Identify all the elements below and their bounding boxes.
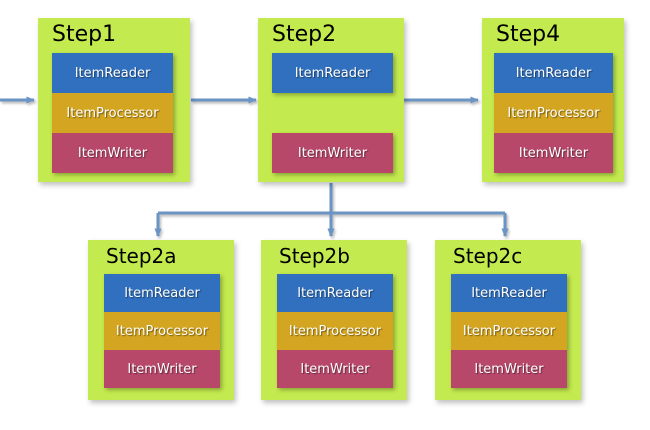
step-box-step2c[interactable]: Step2c ItemReader ItemProcessor ItemWrit… [435, 240, 581, 400]
step-title-step2c: Step2c [453, 244, 523, 268]
component-stack-step2c: ItemReader ItemProcessor ItemWriter [451, 274, 567, 388]
component-item-processor[interactable]: ItemProcessor [277, 312, 393, 350]
step-box-step2b[interactable]: Step2b ItemReader ItemProcessor ItemWrit… [261, 240, 407, 400]
component-item-reader[interactable]: ItemReader [277, 274, 393, 312]
step-box-step2[interactable]: Step2 ItemReader ItemWriter [258, 18, 404, 182]
component-item-processor[interactable]: ItemProcessor [104, 312, 220, 350]
component-stack-step2b: ItemReader ItemProcessor ItemWriter [277, 274, 393, 388]
component-item-reader[interactable]: ItemReader [52, 53, 173, 93]
component-item-reader[interactable]: ItemReader [104, 274, 220, 312]
step-box-step4[interactable]: Step4 ItemReader ItemProcessor ItemWrite… [482, 18, 624, 182]
component-item-writer[interactable]: ItemWriter [52, 133, 173, 173]
component-item-processor[interactable]: ItemProcessor [52, 93, 173, 133]
component-item-writer[interactable]: ItemWriter [451, 350, 567, 388]
step-title-step2: Step2 [272, 22, 337, 47]
component-stack-step2a: ItemReader ItemProcessor ItemWriter [104, 274, 220, 388]
component-item-reader[interactable]: ItemReader [451, 274, 567, 312]
component-stack-step1: ItemReader ItemProcessor ItemWriter [52, 53, 173, 173]
component-item-processor[interactable]: ItemProcessor [494, 93, 613, 133]
component-item-writer[interactable]: ItemWriter [272, 133, 393, 173]
component-item-processor[interactable]: ItemProcessor [451, 312, 567, 350]
component-item-writer[interactable]: ItemWriter [104, 350, 220, 388]
step-title-step1: Step1 [52, 22, 117, 47]
component-item-writer[interactable]: ItemWriter [494, 133, 613, 173]
component-item-writer[interactable]: ItemWriter [277, 350, 393, 388]
step-box-step1[interactable]: Step1 ItemReader ItemProcessor ItemWrite… [38, 18, 190, 182]
component-item-reader[interactable]: ItemReader [272, 53, 393, 93]
component-item-reader[interactable]: ItemReader [494, 53, 613, 93]
step-box-step2a[interactable]: Step2a ItemReader ItemProcessor ItemWrit… [88, 240, 234, 400]
component-stack-step4: ItemReader ItemProcessor ItemWriter [494, 53, 613, 173]
step-title-step4: Step4 [496, 22, 561, 47]
step-title-step2b: Step2b [279, 244, 350, 268]
step-title-step2a: Step2a [106, 244, 177, 268]
